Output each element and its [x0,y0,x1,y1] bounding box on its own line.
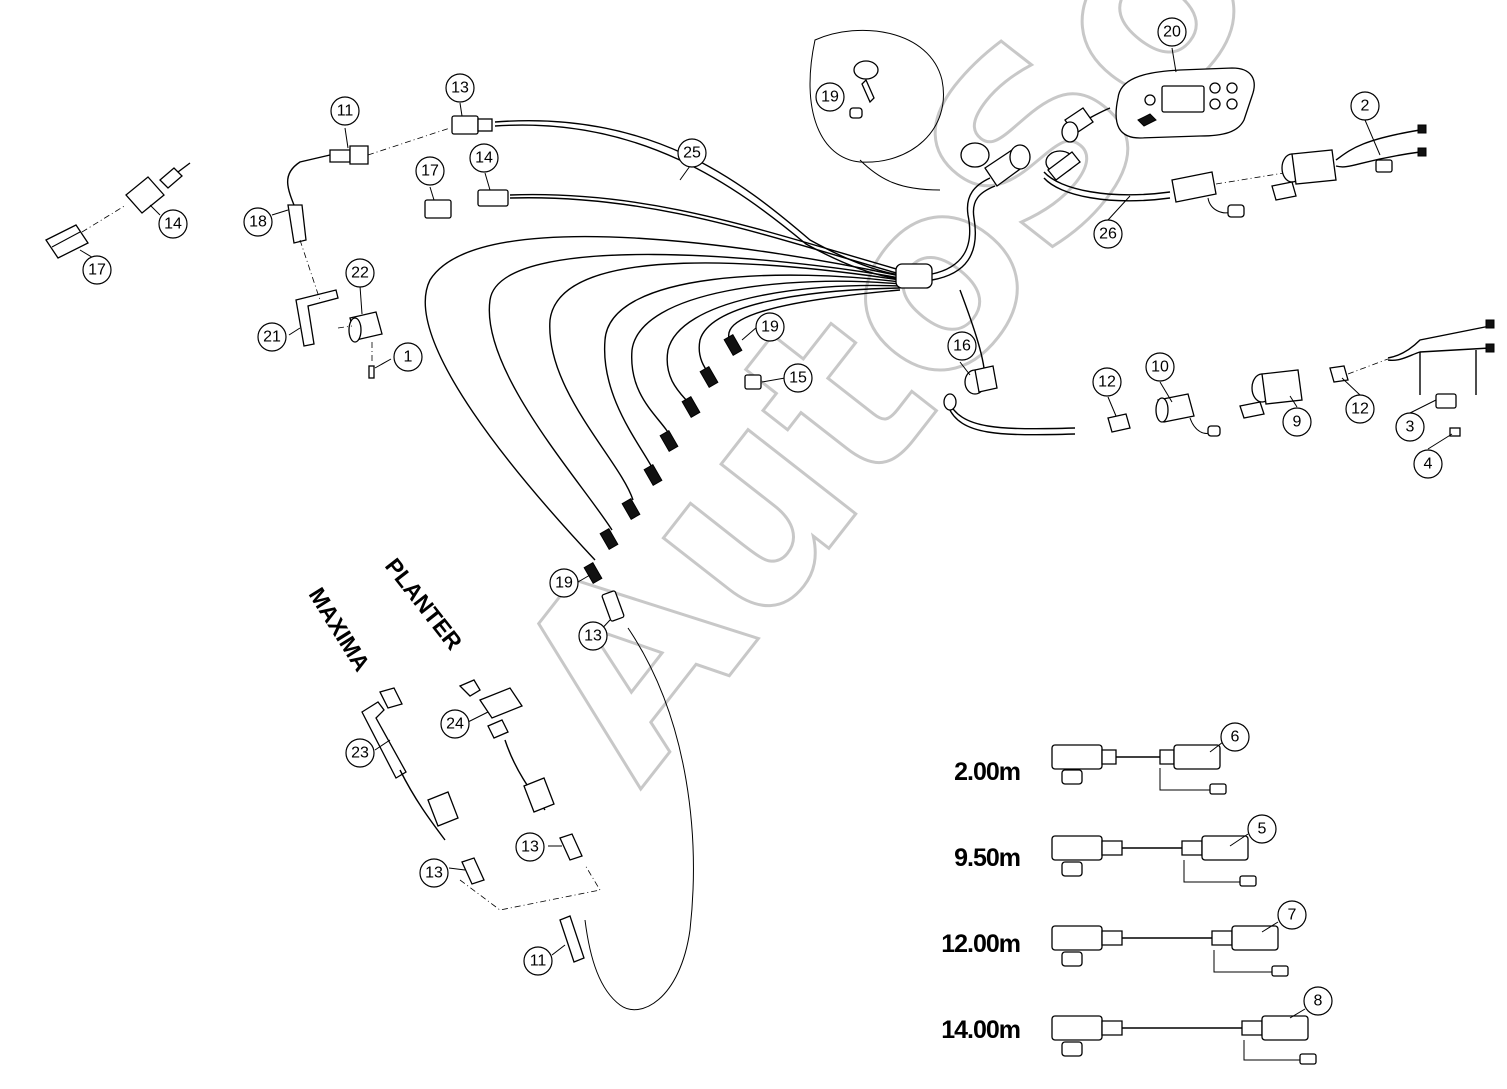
display-unit-20 [1061,67,1255,143]
callout-20: 20 [1157,17,1187,47]
socket-9-assembly [1239,319,1495,437]
svg-text:11: 11 [337,103,354,120]
callout-17-left: 17 [82,255,112,285]
svg-text:19: 19 [821,89,839,106]
extension-cable-7 [1051,925,1289,977]
svg-text:11: 11 [530,953,547,970]
bolt-1 [368,365,375,379]
svg-text:13: 13 [584,628,602,645]
svg-text:13: 13 [425,865,443,882]
callout-12-left: 12 [1092,367,1122,397]
lower-loop [459,627,694,1011]
svg-text:14: 14 [475,150,493,167]
svg-text:16: 16 [953,338,971,355]
connector-14-top-left [125,162,191,214]
svg-text:19: 19 [555,575,573,592]
callout-8: 8 [1303,986,1333,1016]
callout-24: 24 [440,709,470,739]
connector-17-top-left [45,224,89,259]
harness-connectors [424,115,762,622]
svg-text:5: 5 [1258,821,1267,838]
callout-13-top: 13 [445,73,475,103]
variant-label-planter: PLANTER [380,553,468,655]
extension-cable-5 [1051,835,1257,887]
callout-10: 10 [1145,352,1175,382]
svg-text:20: 20 [1163,24,1181,41]
svg-text:8: 8 [1314,993,1323,1010]
length-label-9-5m: 9.50m [954,844,1020,872]
extension-cable-8 [1051,1015,1317,1065]
callout-3: 3 [1395,412,1425,442]
svg-text:23: 23 [351,745,369,762]
svg-text:17: 17 [88,262,106,279]
callout-11-top: 11 [330,96,360,126]
callout-15: 15 [783,363,813,393]
svg-text:13: 13 [451,80,469,97]
extension-cable-6 [1051,744,1227,795]
callout-13-planter: 13 [515,832,545,862]
callout-5: 5 [1247,814,1277,844]
callout-19-inset: 19 [815,82,845,112]
svg-text:17: 17 [421,163,439,180]
svg-text:12: 12 [1098,374,1116,391]
svg-text:2: 2 [1361,98,1370,115]
length-label-2m: 2.00m [954,758,1020,786]
sensor-18 [286,145,369,244]
svg-text:3: 3 [1406,419,1415,436]
main-round-connector [960,142,1031,187]
bracket-21 [295,289,339,347]
socket-2 [1271,124,1427,201]
svg-text:12: 12 [1351,401,1369,418]
callout-4: 4 [1413,449,1443,479]
callout-1: 1 [393,342,423,372]
callout-12-right: 12 [1345,394,1375,424]
inset-bubble [809,29,944,191]
svg-text:26: 26 [1099,226,1117,243]
svg-text:1: 1 [404,349,413,366]
svg-text:18: 18 [249,214,267,231]
svg-text:21: 21 [263,329,281,346]
sleeve-22 [348,311,383,343]
callout-21: 21 [257,322,287,352]
callout-2: 2 [1350,91,1380,121]
svg-text:19: 19 [761,319,779,336]
svg-text:25: 25 [683,145,701,162]
callout-19-right: 19 [755,312,785,342]
svg-text:7: 7 [1288,907,1297,924]
callout-26: 26 [1093,219,1123,249]
svg-text:22: 22 [351,265,369,282]
callout-16: 16 [947,331,977,361]
svg-text:10: 10 [1151,359,1169,376]
svg-text:4: 4 [1424,456,1433,473]
callout-13-maxima: 13 [419,858,449,888]
callout-14-top: 14 [469,143,499,173]
callout-17-top: 17 [415,156,445,186]
length-label-12m: 12.00m [941,930,1020,958]
cable-26 [1043,150,1245,218]
planter-bracket-24 [458,679,583,861]
maxima-bracket-23 [361,687,485,885]
callout-9: 9 [1282,407,1312,437]
callout-19-lower: 19 [549,568,579,598]
length-label-14m: 14.00m [941,1016,1020,1044]
variant-label-maxima: MAXIMA [304,583,375,676]
svg-text:14: 14 [164,216,182,233]
callout-13-middle: 13 [578,621,608,651]
callout-7: 7 [1277,900,1307,930]
svg-text:15: 15 [789,370,807,387]
svg-text:24: 24 [446,716,464,733]
callout-14-left: 14 [158,209,188,239]
callout-25: 25 [677,138,707,168]
svg-text:9: 9 [1293,414,1302,431]
svg-text:13: 13 [521,839,539,856]
callout-23: 23 [345,738,375,768]
callout-11-bottom: 11 [523,946,553,976]
svg-text:6: 6 [1231,729,1240,746]
callout-6: 6 [1220,722,1250,752]
callout-18: 18 [243,207,273,237]
callout-22: 22 [345,258,375,288]
cable-16-12-10 [943,365,1221,437]
